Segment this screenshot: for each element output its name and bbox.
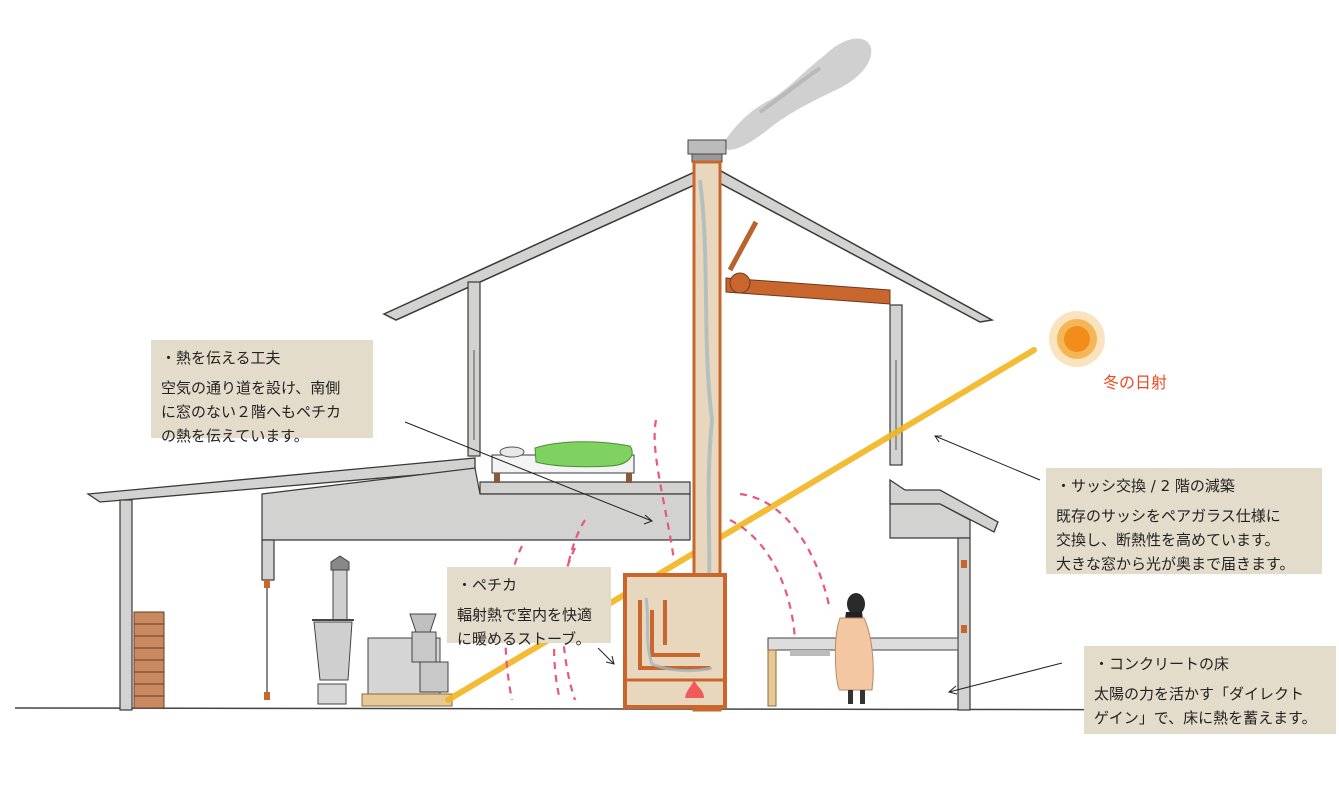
annotation-concrete-floor: ・コンクリートの床 太陽の力を活かす「ダイレクト ゲイン」で、床に熱を蓄えます。 bbox=[1084, 646, 1336, 734]
annotation-pointers bbox=[404, 421, 1063, 695]
annotation-heat-transfer: ・熱を伝える工夫 空気の通り道を設け、南側 に窓のない２階へもペチカ の熱を伝え… bbox=[151, 340, 373, 445]
wood-stove bbox=[312, 555, 354, 705]
annotation-body: 太陽の力を活かす「ダイレクト ゲイン」で、床に熱を蓄えます。 bbox=[1094, 685, 1317, 727]
pechka-stove bbox=[623, 573, 727, 709]
annotation-body: 空気の通り道を設け、南側 に窓のない２階へもペチカ の熱を伝えています。 bbox=[161, 379, 342, 445]
firewood-stack bbox=[133, 611, 165, 709]
lower-right-roof bbox=[889, 478, 999, 711]
roof-beam bbox=[725, 220, 891, 305]
upper-floor-slab bbox=[479, 481, 691, 495]
annotation-body: 輻射熱で室内を快適 に暖めるストーブ。 bbox=[457, 606, 593, 648]
left-post bbox=[119, 499, 270, 711]
chimney-smoke bbox=[722, 38, 872, 150]
upper-right-wall bbox=[889, 304, 903, 466]
heat-waves bbox=[504, 419, 832, 701]
person-figure bbox=[834, 593, 874, 704]
upper-left-wall bbox=[467, 281, 481, 457]
sun-label: 冬の日射 bbox=[1103, 373, 1168, 392]
annotation-heading: ・熱を伝える工夫 bbox=[161, 349, 281, 367]
annotation-heading: ・サッシ交換 / 2 階の減築 bbox=[1056, 477, 1235, 495]
bed bbox=[491, 441, 635, 483]
annotation-sash: ・サッシ交換 / 2 階の減築 既存のサッシをペアガラス仕様に 交換し、断熱性を… bbox=[1046, 468, 1322, 574]
annotation-body: 既存のサッシをペアガラス仕様に 交換し、断熱性を高めています。 大きな窓から光が… bbox=[1056, 507, 1295, 573]
kitchen-equipment bbox=[361, 613, 453, 707]
lower-left-roof bbox=[86, 457, 691, 581]
sun-icon bbox=[1049, 311, 1105, 367]
annotation-heading: ・コンクリートの床 bbox=[1094, 655, 1230, 673]
annotation-pechka: ・ペチカ 輻射熱で室内を快適 に暖めるストーブ。 bbox=[447, 567, 611, 648]
annotation-heading: ・ペチカ bbox=[457, 576, 518, 594]
